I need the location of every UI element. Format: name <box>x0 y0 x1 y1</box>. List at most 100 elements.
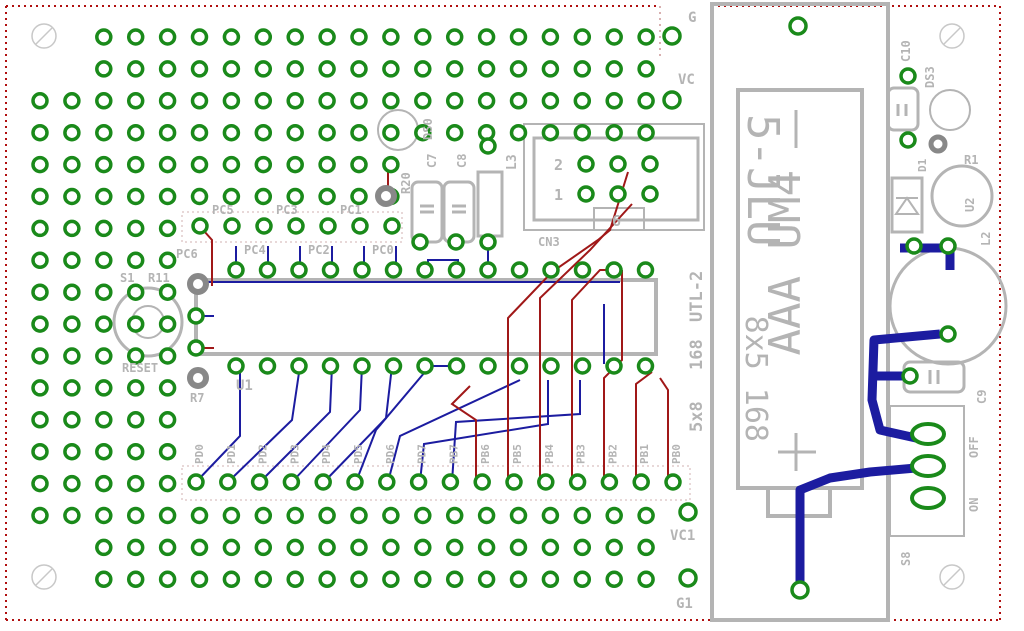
grid-pad <box>95 283 113 301</box>
pd-header-pin <box>282 473 301 491</box>
grid-pad <box>63 506 81 525</box>
grid-pad <box>541 538 560 557</box>
grid-pad <box>318 155 336 174</box>
cn3-pin <box>609 155 627 173</box>
pd-header-pin <box>409 473 428 491</box>
grid-pad <box>126 92 145 110</box>
grid-pad <box>350 570 368 589</box>
grid-pad <box>95 506 113 525</box>
pd-header-pin <box>505 473 523 491</box>
grid-pad <box>63 92 81 110</box>
grid-pad <box>158 538 177 557</box>
label-cn3: CN3 <box>538 235 560 249</box>
grid-pad <box>31 251 49 270</box>
grid-pad <box>509 60 528 78</box>
grid-pad <box>158 506 177 525</box>
label-on: ON <box>967 498 981 512</box>
grid-pad <box>63 123 81 142</box>
grid-pad <box>222 60 241 78</box>
g-pad <box>662 26 682 46</box>
label-r11: R11 <box>148 271 170 285</box>
l2-pad-2 <box>939 325 957 343</box>
grid-pad <box>31 411 49 429</box>
grid-pad <box>222 28 241 46</box>
grid-pad <box>126 315 145 333</box>
pc-header-pin <box>191 217 209 235</box>
pin-label: PB1 <box>638 444 651 464</box>
reset-pad-2 <box>187 339 205 357</box>
grid-pad <box>158 283 177 301</box>
grid-pad <box>414 60 432 78</box>
label-5x8: 5x8 <box>687 401 707 432</box>
pin-label: PB6 <box>479 444 492 464</box>
pd-header-pin <box>537 473 555 491</box>
u1-top-pin <box>636 261 655 279</box>
pin-label: PD6 <box>384 444 397 464</box>
grid-pad <box>318 123 336 142</box>
d1-body <box>890 176 924 234</box>
grid-pad <box>126 60 145 78</box>
grid-pad <box>350 28 368 46</box>
grid-pad <box>126 155 145 174</box>
grid-pad <box>63 155 81 174</box>
grid-pad <box>445 538 464 557</box>
pin-label: PD3 <box>288 444 301 464</box>
battery-holder-outline <box>710 2 890 622</box>
grid-pad <box>637 60 655 78</box>
grid-pad <box>190 570 209 589</box>
reset-pad-1 <box>187 307 205 325</box>
u1-top-pin <box>227 261 245 279</box>
grid-pad <box>350 123 368 142</box>
grid-pad <box>63 442 81 461</box>
grid-pad <box>573 123 592 142</box>
grid-pad <box>477 570 496 589</box>
grid-pad <box>254 155 273 174</box>
pc-header-pin <box>287 217 305 235</box>
grid-pad <box>190 538 209 557</box>
grid-pad <box>31 379 49 397</box>
u1-top-pin <box>416 261 434 279</box>
r7-pad <box>187 367 209 389</box>
grid-pad <box>477 92 496 110</box>
grid-pad <box>126 538 145 557</box>
grid-pad <box>541 92 560 110</box>
grid-pad <box>254 123 273 142</box>
pc-header-pin <box>319 217 337 235</box>
label-pc0: PC0 <box>372 243 394 257</box>
grid-pad <box>158 123 177 142</box>
label-cn-pin2: 2 <box>554 156 563 174</box>
grid-pad <box>414 28 432 46</box>
grid-pad <box>382 123 400 142</box>
label-off: OFF <box>967 436 981 458</box>
u1-top-pin <box>542 261 560 279</box>
grid-pad <box>286 187 304 206</box>
grid-pad <box>414 123 432 142</box>
grid-pad <box>222 538 241 557</box>
grid-pad <box>318 538 336 557</box>
grid-pad <box>31 283 49 301</box>
grid-pad <box>541 570 560 589</box>
grid-pad <box>509 570 528 589</box>
grid-pad <box>637 28 655 46</box>
pin-label: PB2 <box>606 444 619 464</box>
grid-pad <box>63 283 81 301</box>
grid-pad <box>158 411 177 429</box>
label-ds3: DS3 <box>923 66 937 88</box>
pc-header-pin <box>223 217 241 235</box>
grid-pad <box>477 506 496 525</box>
grid-pad <box>158 60 177 78</box>
mount-hole-top-left <box>31 23 57 49</box>
grid-pad <box>477 538 496 557</box>
grid-pad <box>31 123 49 142</box>
s1-pad <box>187 273 209 295</box>
mount-holes <box>31 23 965 590</box>
grid-pad <box>126 187 145 206</box>
grid-pad <box>414 506 432 525</box>
grid-pad <box>31 474 49 493</box>
u1-pin <box>290 357 308 375</box>
u1-top-pin <box>384 261 403 279</box>
grid-pad <box>541 123 560 142</box>
grid-pad <box>286 155 304 174</box>
g1-pad <box>678 568 698 588</box>
